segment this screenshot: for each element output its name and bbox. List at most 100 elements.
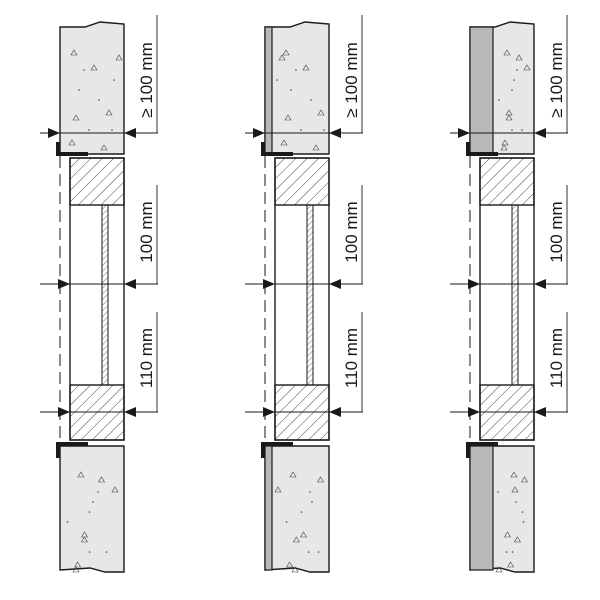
aggregate-mark <box>311 501 313 503</box>
aggregate-mark <box>513 536 521 543</box>
aggregate-mark <box>274 486 282 493</box>
frame-head-timber <box>274 157 330 206</box>
aggregate-mark <box>90 64 98 71</box>
aggregate-mark <box>312 144 320 151</box>
top-wall <box>469 21 535 155</box>
arrow-left-icon <box>124 279 136 289</box>
dimension-line-0 <box>450 128 568 138</box>
aggregate-mark <box>523 64 531 71</box>
arrow-right-icon <box>48 128 60 138</box>
aggregate-mark <box>285 521 288 523</box>
aggregate-mark <box>68 139 76 146</box>
dimension-label-middle: 100 mm <box>342 201 361 262</box>
aggregate-mark <box>513 79 515 81</box>
aggregate-mark <box>323 129 325 131</box>
arrow-right-icon <box>468 279 480 289</box>
dimension-line-2 <box>40 407 158 417</box>
dimension-line-0 <box>40 128 158 138</box>
aggregate-mark <box>66 521 69 523</box>
dimension-line-2 <box>245 407 363 417</box>
aggregate-mark <box>97 491 99 493</box>
aggregate-mark <box>292 536 300 543</box>
arrow-left-icon <box>329 279 341 289</box>
aggregate-mark <box>503 49 511 56</box>
aggregate-mark <box>74 561 82 568</box>
top-wall <box>59 21 125 155</box>
aggregate-mark <box>505 551 508 553</box>
cladding-layer <box>264 445 273 571</box>
aggregate-mark <box>98 99 100 101</box>
cladding-layer <box>469 26 494 155</box>
frame-sill-timber <box>274 384 330 441</box>
aggregate-mark <box>521 511 524 513</box>
arrow-left-icon <box>534 128 546 138</box>
aggregate-mark <box>276 79 278 81</box>
aggregate-mark <box>295 69 297 71</box>
glazing-pane <box>306 204 314 386</box>
frame-head-timber <box>479 157 535 206</box>
dimension-label-middle: 100 mm <box>547 201 566 262</box>
aggregate-mark <box>78 89 80 91</box>
aggregate-mark <box>70 49 78 56</box>
aggregate-mark <box>511 486 519 493</box>
aggregate-mark <box>80 536 88 543</box>
dimension-line-2 <box>450 407 568 417</box>
bottom-wall <box>469 445 535 573</box>
dimension-label-top: ≥ 100 mm <box>342 42 361 117</box>
aggregate-mark <box>511 129 513 131</box>
bottom-wall <box>264 445 330 573</box>
aggregate-mark <box>307 551 310 553</box>
angle-bracket-top <box>56 142 88 156</box>
arrow-right-icon <box>458 128 470 138</box>
angle-bracket-top <box>261 142 293 156</box>
arrow-left-icon <box>329 407 341 417</box>
aggregate-mark <box>310 99 312 101</box>
aggregate-mark <box>495 566 503 573</box>
angle-bracket-bottom <box>466 442 498 458</box>
aggregate-mark <box>92 501 94 503</box>
aggregate-mark <box>111 486 119 493</box>
aggregate-mark <box>100 144 108 151</box>
aggregate-mark <box>498 99 500 101</box>
aggregate-mark <box>286 561 294 568</box>
aggregate-mark <box>111 129 113 131</box>
aggregate-mark <box>510 471 518 478</box>
concrete-block <box>264 21 330 155</box>
concrete-block <box>59 21 125 155</box>
arrow-left-icon <box>534 279 546 289</box>
aggregate-mark <box>289 471 297 478</box>
dimension-label-bottom: 110 mm <box>342 328 361 388</box>
arrow-left-icon <box>124 128 136 138</box>
top-wall <box>264 21 330 155</box>
aggregate-mark <box>522 521 525 523</box>
aggregate-mark <box>516 69 518 71</box>
arrow-right-icon <box>468 407 480 417</box>
aggregate-mark <box>105 109 113 116</box>
aggregate-mark <box>497 491 499 493</box>
cladding-layer <box>469 445 494 571</box>
arrow-left-icon <box>329 128 341 138</box>
frame-sill-timber <box>479 384 535 441</box>
arrow-right-icon <box>263 407 275 417</box>
dimension-line-0 <box>245 128 363 138</box>
aggregate-mark <box>282 49 290 56</box>
angle-bracket-top <box>466 142 498 156</box>
angle-bracket-bottom <box>261 442 293 458</box>
aggregate-mark <box>105 551 108 553</box>
aggregate-mark <box>280 139 288 146</box>
dimension-label-middle: 100 mm <box>137 201 156 262</box>
aggregate-mark <box>284 114 292 121</box>
aggregate-mark <box>113 79 115 81</box>
aggregate-mark <box>72 566 80 573</box>
aggregate-mark <box>515 54 523 61</box>
glazing-pane <box>101 204 109 386</box>
dimension-label-top: ≥ 100 mm <box>137 42 156 117</box>
arrow-right-icon <box>58 407 70 417</box>
aggregate-mark <box>115 54 123 61</box>
aggregate-mark <box>309 491 311 493</box>
aggregate-mark <box>503 531 512 538</box>
concrete-block <box>59 445 125 573</box>
aggregate-mark <box>300 511 303 513</box>
dimension-line-1 <box>450 279 568 289</box>
